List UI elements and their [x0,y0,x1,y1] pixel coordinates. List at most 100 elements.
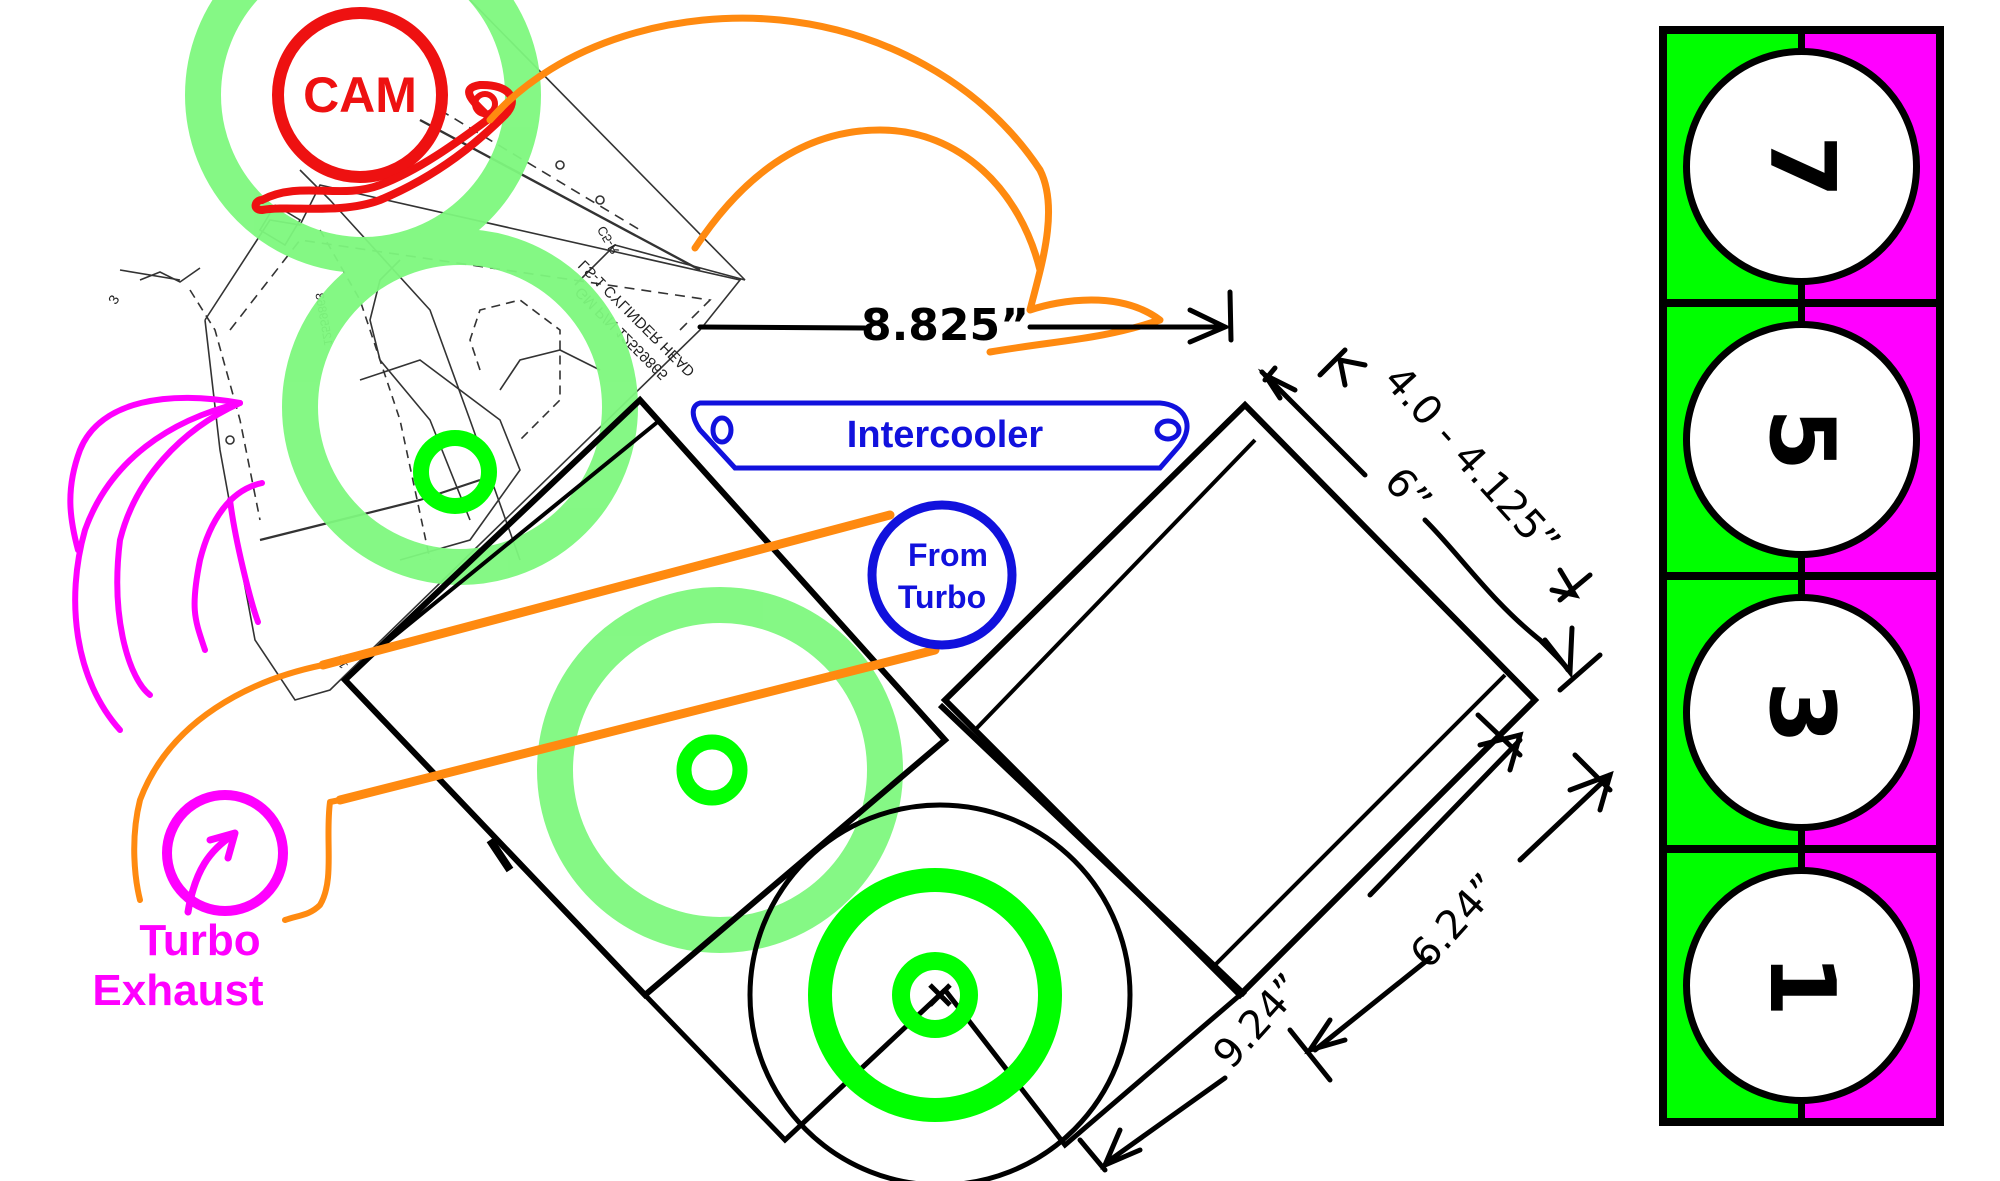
dim-624-arrow-bottom-icon [1304,1017,1348,1055]
valve-line [359,359,521,561]
dim-8825-arrow-icon [1187,307,1232,345]
dim-924-arrow-bottom-icon [1100,1127,1143,1170]
dim-width-range-tick-bottom [1557,572,1593,603]
dim-924-arrow-top-icon [1567,770,1614,813]
exhaust-runner-5 [227,497,261,625]
turbo-housing-upper [131,662,326,903]
upper-return-pipe [486,14,1164,356]
head-dashed-outline [229,239,712,331]
left-bank-inner-edge [363,418,662,662]
crank-circle [747,802,1133,1181]
crank-ring-small [892,952,978,1038]
dim-924-tick-bottom [1077,1137,1108,1173]
intercooler-outline [690,400,1190,471]
cylinder-number-label: 1 [1749,954,1854,1017]
cylinder-3: 3 [1659,572,1944,853]
dim-6-tick-bottom [1557,652,1603,693]
dim-8825-line-left [697,324,868,331]
dim-6-arrow-top-icon [1257,368,1298,401]
from-turbo-annotation: From Turbo [867,500,1017,650]
exhaust-runner-1 [67,394,243,553]
dim-width-range-tick-top [1317,347,1348,378]
bolt-mark-2 [595,195,605,205]
dimension-lines [697,289,1614,1173]
cylinder-number-label: 5 [1749,408,1854,471]
intercooler-mount-left [710,415,734,445]
cylinder-bore-circle [1683,48,1920,285]
from-turbo-label-line2: Turbo [898,579,986,615]
right-bank-inner-bottom [1213,673,1507,967]
note-3: 3 [105,292,123,307]
cylinder-5: 5 [1659,299,1944,580]
intercooler-annotation: Intercooler [690,400,1190,471]
dim-6-arrow-bottom-icon [1542,625,1575,679]
exhaust-flow-arrow [184,831,237,916]
cam-label: CAM [303,67,417,123]
lower-v-right [943,988,1242,1149]
crank-ring-large [808,868,1062,1122]
dim-624-line-bottom [1312,955,1433,1053]
turbo-exhaust-label-line2: Exhaust [92,966,264,1015]
gasket-line [259,478,481,542]
centerline-dashed [189,289,261,521]
dim-924-line-bottom [1107,1075,1228,1163]
dim-8825-label: 8.825” [861,300,1029,351]
bore-ring-3 [537,587,903,953]
dim-8825-end-tick [1227,289,1234,343]
turbo-exhaust-circle [162,790,288,916]
dim-624-label: 6.24” [1402,865,1510,977]
lower-charge-pipe [335,645,940,805]
charge-pipe [131,14,1164,923]
note-c5r: C5-R [594,223,622,257]
cam-lobe-pin [472,91,498,117]
chamber-line [499,349,601,391]
dim-624-tick-bottom [1287,1027,1333,1083]
block-outlines [340,395,1540,1181]
dim-624-arrow-top-icon [1477,731,1524,773]
crank-cross-2 [928,983,952,1007]
leader-zigzag [139,267,201,283]
cylinder-number-label: 7 [1749,135,1854,198]
left-bank-mark [486,837,514,873]
intercooler-label: Intercooler [847,414,1044,456]
bolt-mark-1 [555,160,565,170]
cylinder-bank: 7 5 3 1 [1659,26,1944,1126]
upper-inner-pipe [691,126,1044,274]
dim-6-label: 6” [1375,459,1440,524]
dim-924-line-top [1517,772,1613,863]
bore-ring-1 [185,0,541,273]
turbo-exhaust-label-line1: Turbo [139,916,260,965]
exhaust-runner-4 [191,480,265,653]
small-ring-upper [413,430,497,514]
cam-annotation: CAM [251,7,516,215]
upper-charge-pipe [318,510,895,670]
dim-624-line-top [1367,737,1523,898]
dim-924-tick-top [1572,752,1613,793]
head-label-box [574,244,746,286]
leader-line [119,269,181,281]
cylinder-1: 1 [1659,845,1944,1126]
exhaust-runner-2 [72,400,243,733]
cylinder-bore-circle [1683,321,1920,558]
from-turbo-circle [867,500,1017,650]
cylinder-7: 7 [1659,26,1944,307]
from-turbo-label-line1: From [908,537,988,573]
small-ring-middle [676,734,748,806]
dim-924-label: 9.24” [1205,965,1313,1077]
chamber-dashed [469,299,561,441]
cylinder-number-label: 3 [1749,681,1854,744]
turbo-exhaust-annotation: Turbo Exhaust [67,394,288,1015]
lower-v-left [643,988,947,1144]
bore-ring-2 [282,229,638,585]
exhaust-runner-3 [114,400,243,698]
intercooler-mount-right [1154,418,1182,442]
green-rings [413,430,1062,1122]
cylinder-bore-circle [1683,867,1920,1104]
center-diagonal [937,702,1248,998]
cam-circle [272,7,448,183]
dim-width-range-arrow-top-icon [1336,356,1368,388]
turbo-housing-lower [282,797,343,923]
cylinder-bore-circle [1683,594,1920,831]
right-bank-inner-top [973,438,1257,732]
